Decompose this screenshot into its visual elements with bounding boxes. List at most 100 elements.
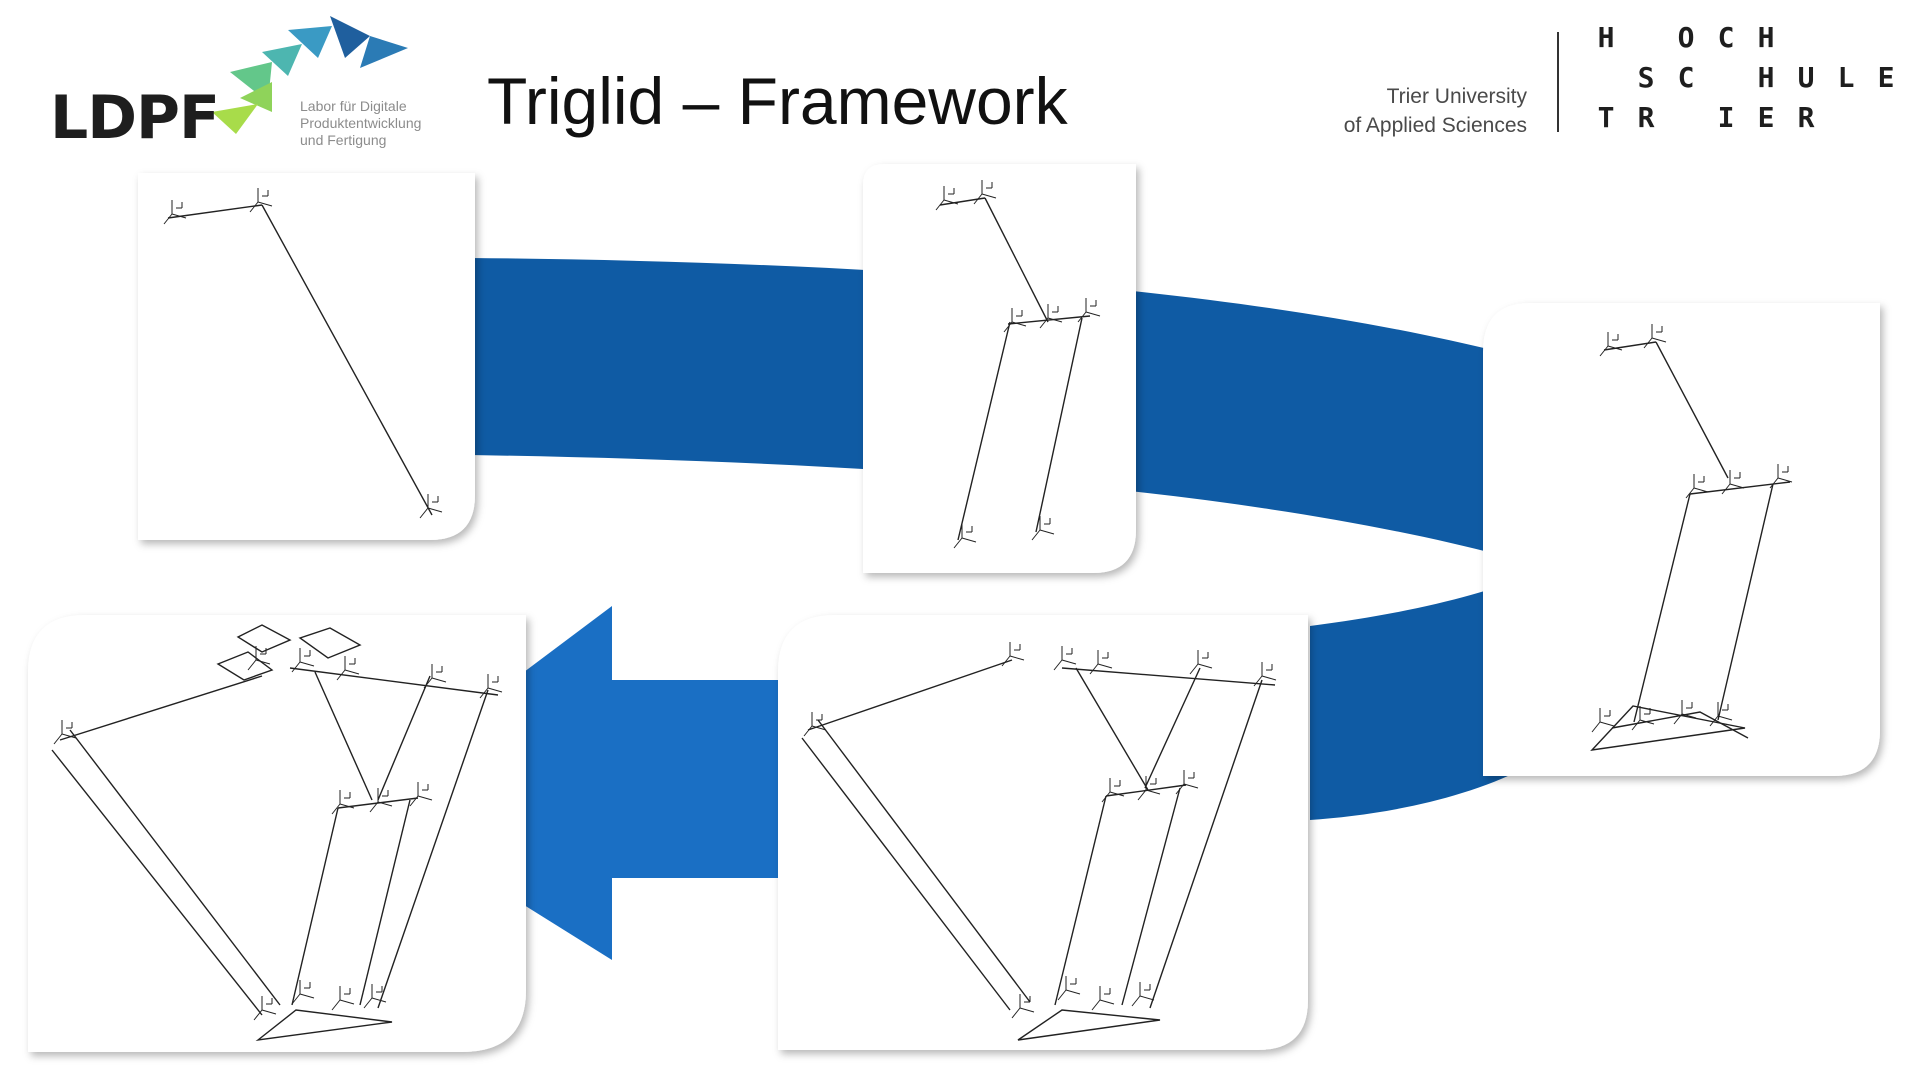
frame-axis bbox=[1137, 789, 1147, 801]
coordinate-frame bbox=[291, 980, 315, 1005]
frame-axis bbox=[1139, 995, 1155, 1001]
coordinate-frame bbox=[363, 984, 387, 1009]
frame-axis bbox=[953, 537, 963, 549]
hochschule-letter: L bbox=[1837, 61, 1855, 94]
coordinate-frame bbox=[803, 712, 827, 737]
coordinate-frame bbox=[1253, 662, 1277, 687]
coordinate-frame bbox=[1001, 642, 1025, 667]
frame-axis bbox=[1003, 321, 1013, 333]
panel-step-2 bbox=[863, 164, 1136, 573]
coordinate-frame bbox=[1769, 464, 1793, 489]
hochschule-letter: C bbox=[1677, 61, 1695, 94]
ldpf-subtitle-line-1: Labor für Digitale bbox=[300, 98, 407, 114]
coordinate-frame bbox=[1053, 646, 1077, 671]
hochschule-letter: R bbox=[1637, 101, 1655, 134]
frame-axis bbox=[1261, 675, 1277, 681]
panel-step-1 bbox=[138, 173, 475, 540]
panel-step-5 bbox=[28, 615, 526, 1052]
coordinate-frame bbox=[249, 188, 273, 213]
frame-axis bbox=[1607, 345, 1623, 351]
coordinate-frame bbox=[1039, 304, 1063, 329]
coordinate-frame bbox=[423, 664, 447, 689]
frame-axis bbox=[1061, 659, 1077, 665]
frame-axis bbox=[339, 999, 355, 1005]
ldpf-logo-facet bbox=[262, 44, 302, 76]
frame-axis bbox=[344, 669, 360, 675]
frame-axis bbox=[291, 993, 301, 1005]
ldpf-subtitle-line-2: Produktentwicklung bbox=[300, 115, 422, 131]
frame-axis bbox=[943, 199, 959, 205]
frame-axis bbox=[935, 199, 945, 211]
frame-axis bbox=[1717, 715, 1733, 721]
coordinate-frame bbox=[1091, 986, 1115, 1011]
coordinate-frame bbox=[1003, 308, 1027, 333]
frame-axis bbox=[1709, 715, 1719, 727]
hochschule-letter: I bbox=[1717, 101, 1735, 134]
frame-axis bbox=[1031, 529, 1041, 541]
hochschule-letter: E bbox=[1877, 61, 1895, 94]
coordinate-frame bbox=[331, 986, 355, 1011]
panel-step-5-drawing bbox=[51, 624, 503, 1042]
coordinate-frame bbox=[1631, 706, 1655, 731]
coordinate-frame bbox=[1089, 650, 1113, 675]
frame-axis bbox=[1089, 663, 1099, 675]
coordinate-frame bbox=[419, 494, 443, 519]
frame-axis bbox=[339, 803, 355, 809]
coordinate-frame bbox=[1189, 650, 1213, 675]
ldpf-logo-facet bbox=[288, 26, 332, 58]
ldpf-logo-facet bbox=[212, 104, 258, 134]
page-title: Triglid – Framework bbox=[487, 64, 1068, 138]
frame-axis bbox=[1065, 989, 1081, 995]
panel-step-2-drawing bbox=[935, 180, 1101, 549]
frame-axis bbox=[419, 507, 429, 519]
frame-axis bbox=[1101, 791, 1111, 803]
coordinate-frame bbox=[935, 186, 959, 211]
frame-axis bbox=[331, 803, 341, 815]
ldpf-subtitle-line-3: und Fertigung bbox=[300, 132, 387, 148]
ldpf-logo-facet bbox=[330, 16, 370, 58]
frame-axis bbox=[1685, 487, 1695, 499]
panel-step-1-drawing bbox=[163, 188, 443, 519]
frame-axis bbox=[1039, 317, 1049, 329]
frame-axis bbox=[1085, 311, 1101, 317]
frame-axis bbox=[1681, 713, 1697, 719]
frame-axis bbox=[1189, 663, 1199, 675]
frame-axis bbox=[1693, 487, 1709, 493]
frame-axis bbox=[247, 659, 257, 671]
frame-axis bbox=[1019, 1007, 1035, 1013]
hochschule-letter: R bbox=[1797, 101, 1815, 134]
coordinate-frame bbox=[331, 790, 355, 815]
frame-axis bbox=[331, 999, 341, 1011]
hochschule-letter: U bbox=[1797, 61, 1815, 94]
frame-axis bbox=[973, 193, 983, 205]
coordinate-frame bbox=[1057, 976, 1081, 1001]
panel-step-5-card bbox=[28, 615, 526, 1052]
frame-axis bbox=[1131, 995, 1141, 1007]
frame-axis bbox=[1599, 721, 1615, 727]
hochschule-letter: H bbox=[1757, 61, 1775, 94]
coordinate-frame bbox=[1131, 982, 1155, 1007]
frame-axis bbox=[409, 795, 419, 807]
panel-step-4-card bbox=[778, 615, 1308, 1050]
panel-step-4-drawing bbox=[801, 642, 1277, 1041]
frame-axis bbox=[369, 801, 379, 813]
frame-axis bbox=[1599, 345, 1609, 357]
frame-axis bbox=[363, 997, 373, 1009]
coordinate-frame bbox=[336, 656, 360, 681]
frame-axis bbox=[61, 733, 77, 739]
coordinate-frame bbox=[953, 524, 977, 549]
frame-axis bbox=[377, 801, 393, 807]
frame-axis bbox=[1643, 337, 1653, 349]
coordinate-frame bbox=[1137, 776, 1161, 801]
frame-axis bbox=[1777, 477, 1793, 483]
coordinate-frame bbox=[1011, 994, 1035, 1019]
frame-axis bbox=[1011, 321, 1027, 327]
hochschule-letter: O bbox=[1677, 21, 1695, 54]
frame-axis bbox=[1197, 663, 1213, 669]
frame-axis bbox=[427, 507, 443, 513]
frame-axis bbox=[1109, 791, 1125, 797]
coordinate-frame bbox=[163, 200, 187, 225]
hochschule-letter: T bbox=[1597, 101, 1615, 134]
coordinate-frame bbox=[1643, 324, 1667, 349]
